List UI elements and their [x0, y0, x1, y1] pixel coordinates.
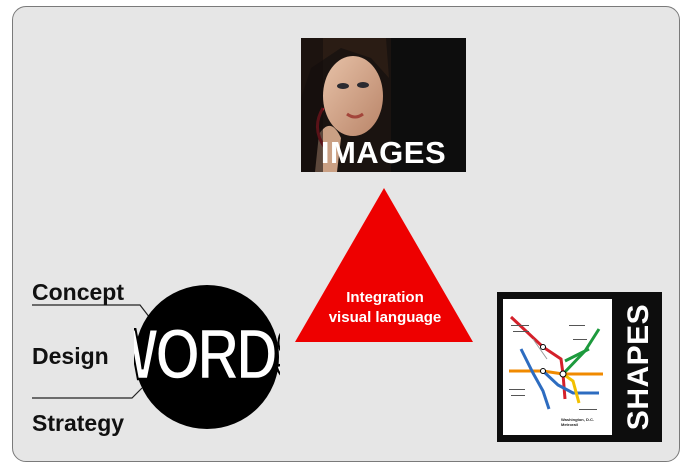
- metro-map: Washington, D.C. Metrorail: [503, 299, 612, 435]
- words-circle-graphic: WORDS: [134, 285, 280, 429]
- integration-label: Integration visual language: [310, 288, 460, 328]
- shapes-tile: Washington, D.C. Metrorail SHAPES: [497, 292, 662, 442]
- words-circle: WORDS: [134, 284, 280, 430]
- portrait-photo: [301, 38, 466, 172]
- images-caption: IMAGES: [320, 135, 447, 170]
- integration-line-2: visual language: [328, 309, 442, 326]
- integration-line-1: Integration: [346, 289, 424, 306]
- shapes-caption-wrap: SHAPES: [615, 292, 662, 442]
- integration-triangle: [295, 188, 473, 342]
- shapes-caption: SHAPES: [621, 303, 655, 431]
- metro-map-caption: Washington, D.C. Metrorail: [561, 417, 594, 427]
- label-design: Design: [32, 343, 109, 369]
- label-strategy: Strategy: [32, 410, 125, 436]
- label-concept: Concept: [32, 279, 124, 305]
- metro-map-graphic: [503, 299, 612, 435]
- words-circle-text: WORDS: [134, 314, 280, 395]
- images-tile: IMAGES: [301, 38, 466, 172]
